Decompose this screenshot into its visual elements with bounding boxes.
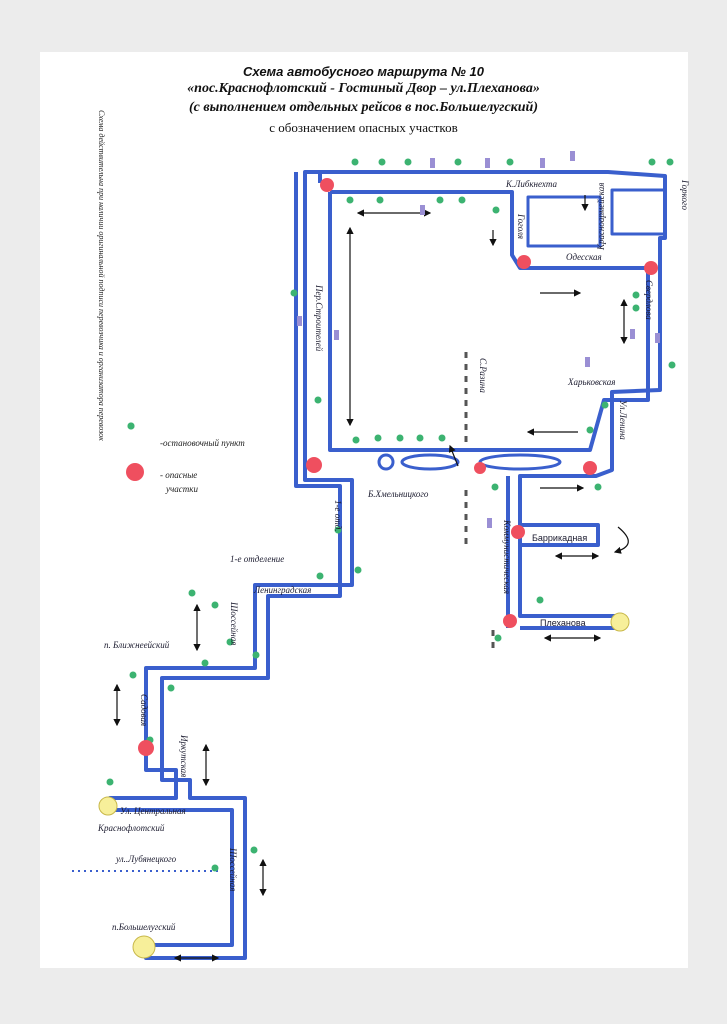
label-p-bolshelugskiy: п.Большелугский: [112, 922, 176, 932]
label-s-razina: С.Разина: [478, 358, 488, 393]
label-barrikadnaya: Баррикадная: [532, 533, 587, 543]
label-plekhanova: Плеханова: [540, 618, 586, 628]
terminals: [98, 612, 630, 959]
label-sadovaya: Садовая: [139, 694, 149, 726]
label-shosseinaya-2: Шоссейная: [228, 847, 238, 891]
label-gorkogo: Горкого: [680, 179, 690, 211]
side-note: Схема действительна при наличии оригинал…: [97, 110, 106, 441]
label-leningradskaya: Ленинградская: [253, 585, 311, 595]
danger-areas: [138, 178, 658, 756]
square-oval-1: [400, 453, 460, 471]
label-sverdlova: Свердлова: [644, 280, 654, 320]
label-p-blizhneeiskiy: п. Ближнеейский: [104, 640, 170, 650]
label-odesskaya: Одесская: [566, 252, 602, 262]
label-k-libknekhta: К.Либкнехта: [505, 179, 558, 189]
route-outer: [318, 170, 667, 618]
label-shosseinaya-1: Шоссейная: [229, 601, 239, 645]
block-krasnoarm: [526, 195, 602, 248]
label-ul-lenina: Ул.Ленина: [618, 400, 628, 440]
label-ul-lubyanetskogo: ул..Лубянецкого: [115, 854, 177, 864]
label-kommunisticheskaya: Коммунистическая: [502, 519, 512, 594]
route-inner: [328, 190, 650, 452]
legend-danger-text-2: участки: [166, 484, 198, 494]
route-plekhanova: [506, 476, 618, 630]
legend-danger-text-1: - опасные: [160, 470, 198, 480]
street-labels: К.Либкнехта Красноармейская Горкого Одес…: [97, 179, 690, 932]
label-otdelenie-1: 1-е отделение: [230, 554, 284, 564]
route-barrikadnaya: [520, 523, 600, 547]
route-name: «пос.Краснофлотский - Гостиный Двор – ул…: [187, 81, 540, 96]
roundabout: [377, 453, 395, 471]
label-b-khmelnitskogo: Б.Хмельницкого: [367, 489, 429, 499]
route-subtitle: (с выполнением отдельных рейсов в пос.Бо…: [188, 100, 538, 115]
route-left-1: [108, 170, 354, 960]
label-otdelenie-1-vert: 1-е отд.: [333, 500, 343, 532]
label-krasnoarmeiskaya: Красноармейская: [596, 183, 606, 251]
label-per-stroiteley: Пер.Строителей: [314, 284, 324, 352]
map-title: Схема автобусного маршрута № 10: [243, 64, 484, 79]
danger-note: с обозначением опасных участков: [269, 120, 458, 135]
map-sheet: [40, 52, 688, 968]
label-kharkovskaya: Харьковская: [567, 377, 615, 387]
label-irkutskaya: Иркутская: [179, 734, 189, 777]
legend-stop-text: -остановочный пункт: [160, 438, 245, 448]
route-lines: [72, 170, 667, 960]
square-oval-2: [478, 453, 562, 471]
label-gogolya: Гоголя: [516, 213, 526, 239]
label-ul-tsentralnaya: Ул. Центральная: [120, 806, 186, 816]
crossing-marks: [297, 151, 660, 528]
label-krasnoflotskiy: Краснофлотский: [97, 823, 165, 833]
block-gorkogo: [610, 188, 667, 236]
legend-danger-marker: [126, 463, 144, 481]
crossings: [464, 352, 495, 650]
bus-stops: [106, 158, 676, 872]
legend-stop-marker: [127, 422, 135, 430]
direction-arrows: [113, 195, 629, 962]
